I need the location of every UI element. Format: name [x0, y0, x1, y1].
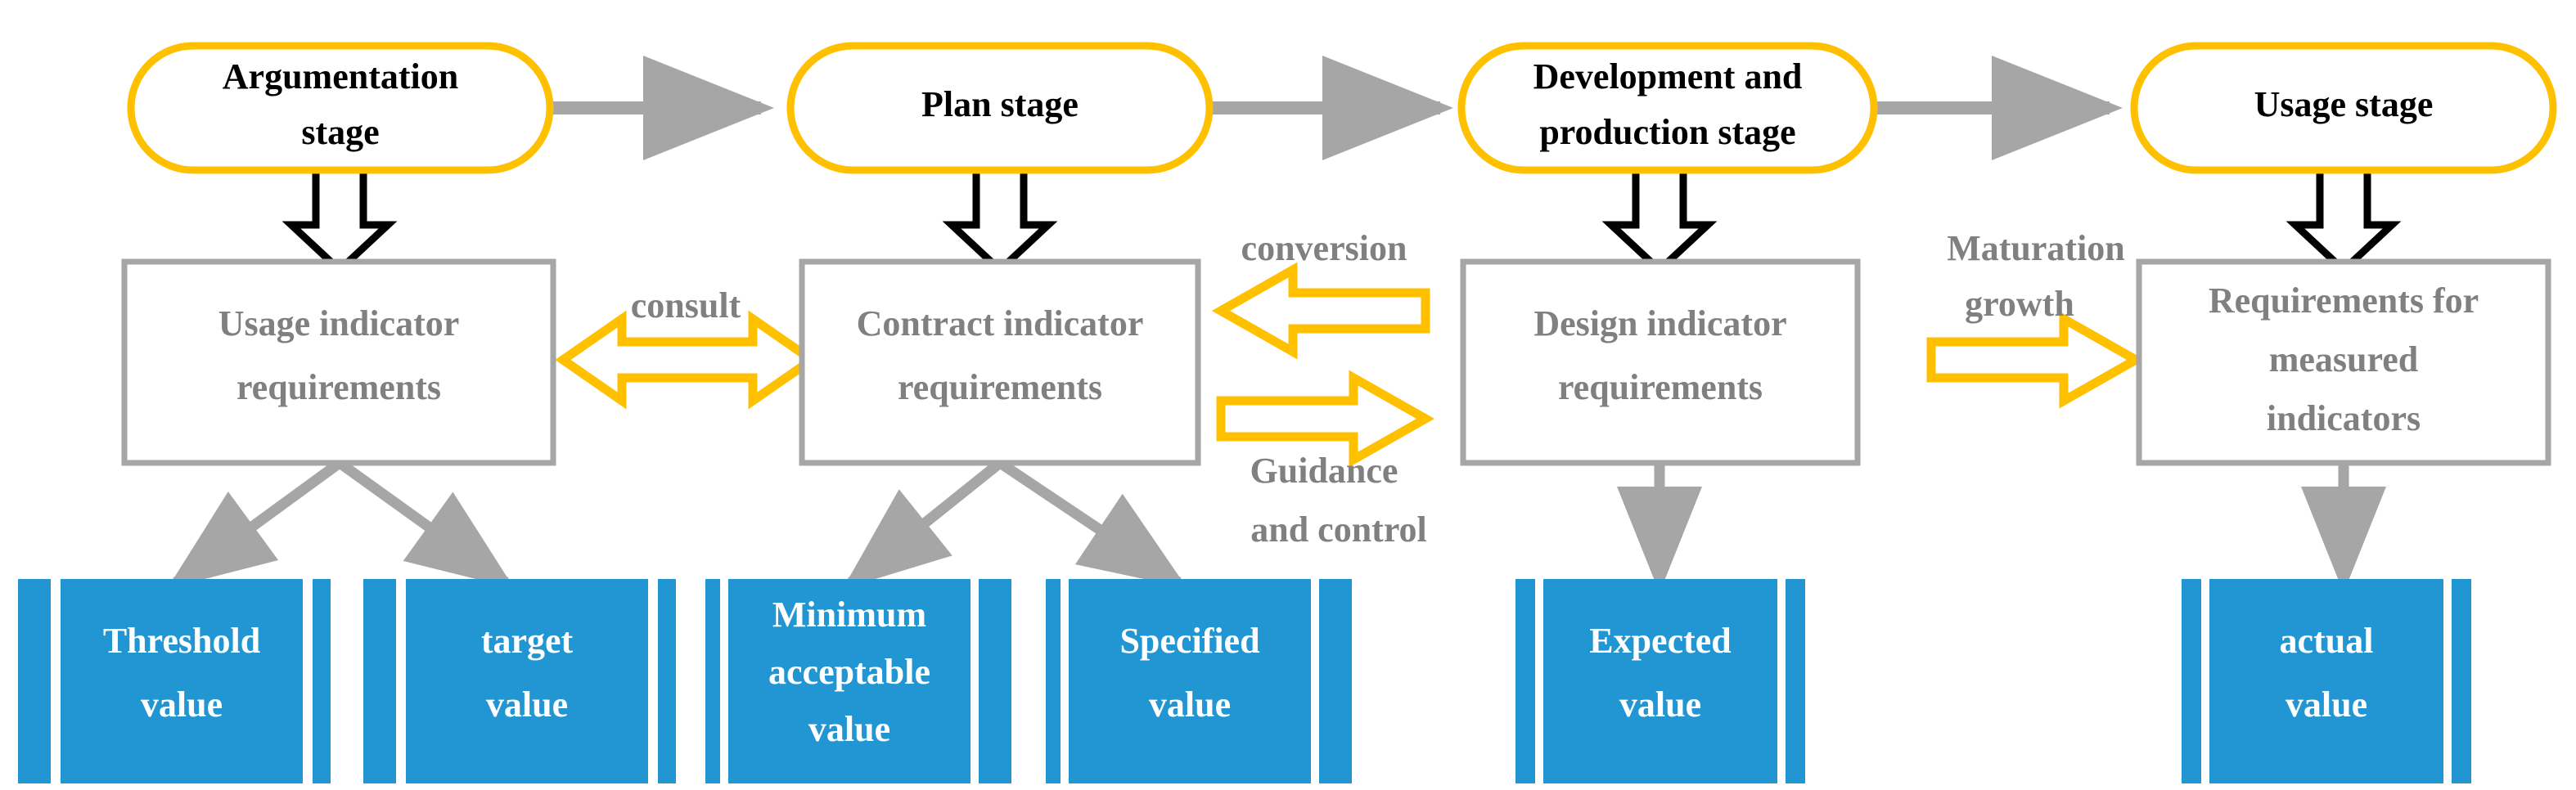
value-label-actual-line1: actual [2280, 621, 2374, 661]
edge-label-maturation-line2: growth [1965, 284, 2074, 324]
value-label-expected-line1: Expected [1589, 621, 1732, 661]
stage-node-usage[interactable]: Usage stage [2130, 42, 2557, 174]
value-label-target-line1: target [481, 621, 574, 661]
edge-label-consult: consult [631, 285, 741, 325]
stage-label-usage: Usage stage [2254, 84, 2434, 124]
stage-label-development-line1: Development and [1533, 56, 1803, 97]
requirement-label-measured-indicators-line3: indicators [2267, 398, 2421, 438]
value-label-specified-line1: Specified [1119, 621, 1259, 661]
stage-label-argumentation-line1: Argumentation [223, 56, 458, 97]
yellow-right-arrow-guidance [1216, 370, 1435, 468]
value-node-actual-value[interactable]: actual value [2182, 579, 2471, 783]
branch-arrow-contract-indicator-minimum [842, 458, 1004, 590]
value-node-target-value[interactable]: target value [363, 579, 676, 783]
branch-arrow-usage-indicator-target [336, 458, 515, 589]
requirement-label-contract-indicator-line1: Contract indicator [857, 303, 1144, 343]
requirement-label-design-indicator-line2: requirements [1558, 367, 1763, 407]
value-label-actual-line2: value [2286, 685, 2367, 725]
stage-node-development[interactable]: Development and production stage [1457, 42, 1878, 174]
requirement-node-contract-indicator[interactable]: Contract indicator requirements [799, 258, 1201, 466]
requirement-node-usage-indicator[interactable]: Usage indicator requirements [121, 258, 556, 466]
requirement-label-measured-indicators-line1: Requirements for [2209, 281, 2479, 321]
edge-label-guidance-line2: and control [1250, 509, 1427, 550]
value-node-threshold-value[interactable]: Threshold value [18, 579, 331, 783]
requirement-label-usage-indicator-line1: Usage indicator [218, 303, 460, 343]
value-label-expected-line2: value [1619, 685, 1701, 725]
stage-label-development-line2: production stage [1539, 112, 1795, 152]
value-node-expected-value[interactable]: Expected value [1515, 579, 1805, 783]
yellow-right-arrow-maturation [1926, 311, 2146, 409]
value-node-minimum-acceptable-value[interactable]: Minimum acceptable value [705, 579, 1011, 783]
requirement-label-measured-indicators-line2: measured [2269, 339, 2419, 379]
edge-label-maturation-line1: Maturation [1947, 228, 2125, 268]
requirement-node-measured-indicators[interactable]: Requirements for measured indicators [2136, 258, 2551, 466]
requirement-label-usage-indicator-line2: requirements [236, 367, 441, 407]
stage-node-argumentation[interactable]: Argumentation stage [127, 42, 554, 174]
value-label-minimum-line3: value [808, 709, 890, 749]
requirement-label-contract-indicator-line2: requirements [898, 367, 1102, 407]
edge-label-conversion: conversion [1241, 228, 1407, 268]
yellow-left-arrow-conversion [1211, 262, 1430, 360]
value-node-specified-value[interactable]: Specified value [1046, 579, 1352, 783]
requirement-node-design-indicator[interactable]: Design indicator requirements [1460, 258, 1861, 466]
value-label-threshold-line2: value [141, 685, 223, 725]
stage-label-argumentation-line2: stage [301, 112, 379, 152]
value-label-minimum-line1: Minimum [772, 595, 926, 635]
stage-node-plan[interactable]: Plan stage [786, 42, 1214, 174]
requirement-label-design-indicator-line1: Design indicator [1533, 303, 1786, 343]
branch-arrow-usage-indicator-threshold [167, 458, 343, 589]
value-label-minimum-line2: acceptable [768, 652, 930, 692]
value-label-target-line2: value [486, 685, 568, 725]
value-label-specified-line2: value [1149, 685, 1231, 725]
stage-label-plan: Plan stage [921, 84, 1079, 124]
value-label-threshold-line1: Threshold [103, 621, 260, 661]
edge-label-guidance-line1: Guidance [1250, 451, 1398, 491]
branch-arrow-contract-indicator-specified [997, 458, 1187, 589]
